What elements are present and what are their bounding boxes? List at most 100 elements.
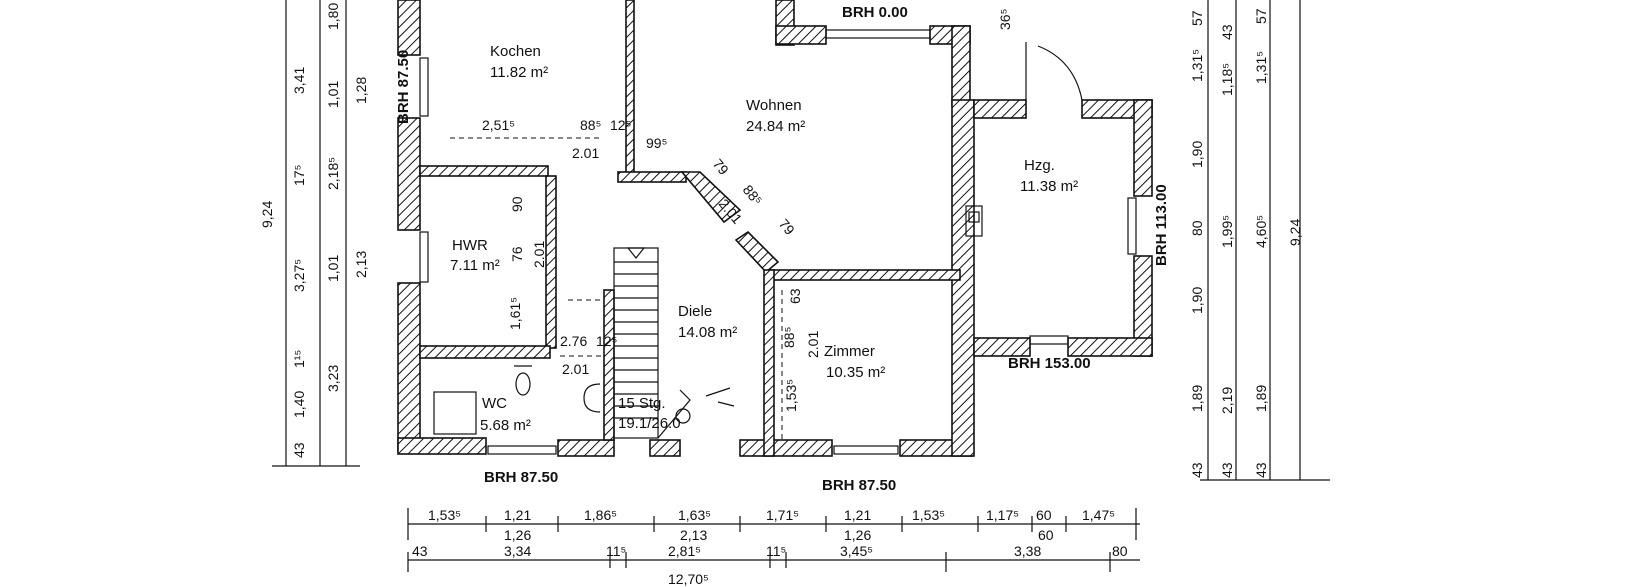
wall-zimmer-left — [763, 269, 775, 457]
dim-bot-r1-3: 1,63⁵ — [678, 507, 711, 523]
dim-left-c2-2: 2,18⁵ — [325, 157, 341, 190]
dim-door-k: 2.01 — [572, 145, 599, 161]
wall-kochen-diele — [625, 0, 635, 177]
dim-right-c1-6: 57 — [1189, 10, 1205, 26]
dim-right-c2-2: 1,99⁵ — [1219, 215, 1235, 248]
left-dimensions: 9,24 43 1,40 1¹⁵ 3,27⁵ 17⁵ 3,41 3,23 1,0… — [259, 3, 369, 458]
dim-left-c2-3: 1,01 — [325, 81, 341, 108]
dim-right-c1-4: 1,90 — [1189, 141, 1205, 168]
fixtures — [433, 365, 601, 435]
dim-bot-r2-1: 3,34 — [504, 543, 531, 559]
dim-d125: 12⁵ — [596, 333, 617, 349]
dim-bot-r2-2: 11⁵ — [606, 543, 626, 559]
door-hzg-top — [1025, 42, 1083, 101]
wall-hwr-right — [545, 175, 557, 349]
brh-hzg-right: BRH 113.00 — [1153, 184, 1170, 266]
wall-top-d — [951, 25, 971, 107]
dim-k2: 12⁵ — [610, 117, 631, 133]
brh-zimmer-bottom: BRH 87.50 — [822, 477, 896, 494]
dim-left-total: 9,24 — [259, 201, 275, 228]
window-zimmer-bottom — [833, 445, 899, 455]
dim-right-c3-3: 1,31⁵ — [1253, 51, 1269, 84]
dim-bot-r1-1: 1,21 — [504, 507, 531, 523]
door-swing-diele — [705, 387, 735, 407]
wall-diele-top — [617, 171, 687, 183]
dim-d201: 2.01 — [562, 361, 589, 377]
window-wc-bottom — [487, 445, 557, 455]
dim-bot-r1-2: 1,86⁵ — [584, 507, 617, 523]
dim-right-c2-0: 43 — [1219, 462, 1235, 478]
room-hzg-area: 11.38 m² — [1020, 178, 1078, 195]
brh-wc-bottom: BRH 87.50 — [484, 469, 558, 486]
brh-labels: BRH 0.00 BRH 87.50 BRH 113.00 BRH 153.00… — [395, 4, 1170, 494]
room-diele-area: 14.08 m² — [678, 324, 737, 341]
wall-diagonal-a — [680, 171, 742, 224]
dim-bot-r1b-2: 1,26 — [844, 527, 871, 543]
dim-right-total: 9,24 — [1287, 219, 1303, 246]
dim-right-c1-5: 1,31⁵ — [1189, 49, 1205, 82]
dim-diag-79a: 79 — [710, 156, 732, 178]
stairs-ratio: 19.1/26.0 — [618, 415, 681, 432]
dim-bot-r1b-1: 2,13 — [680, 527, 707, 543]
room-hzg-name: Hzg. — [1024, 157, 1055, 174]
dim-hwr-90: 90 — [509, 196, 525, 212]
dim-hwr-1615: 1,61⁵ — [507, 297, 523, 330]
chimney-inner — [968, 211, 980, 223]
dim-z63: 63 — [787, 288, 803, 304]
room-zimmer-name: Zimmer — [824, 343, 875, 360]
dim-z201: 2.01 — [805, 331, 821, 358]
stair-landing — [657, 389, 691, 439]
dim-right-c1-0: 43 — [1189, 462, 1205, 478]
dim-bot-r1b-3: 60 — [1038, 527, 1054, 543]
dim-left-c3-0: 2,13 — [353, 251, 369, 278]
inner-dimensions: 2,51⁵ 88⁵ 12⁵ 2.01 99⁵ 79 88⁵ 2.01 79 36… — [482, 9, 1013, 412]
dim-bot-r1-6: 1,53⁵ — [912, 507, 945, 523]
room-labels: Kochen 11.82 m² Wohnen 24.84 m² Hzg. 11.… — [450, 43, 1078, 434]
wall-stair-side — [603, 289, 615, 441]
dim-left-c1-3: 3,27⁵ — [291, 259, 307, 292]
dim-z885: 88⁵ — [781, 327, 797, 348]
dim-hwr-76: 76 — [509, 246, 525, 262]
brh-top: BRH 0.00 — [842, 4, 908, 21]
dim-bot-r2-4: 11⁵ — [766, 543, 786, 559]
dim-left-c2-1: 1,01 — [325, 255, 341, 282]
stairs-steps: 15 Stg. — [618, 395, 666, 412]
wall-hzg-bottom-b — [1067, 337, 1153, 357]
dim-diag-885: 88⁵ — [740, 182, 766, 209]
room-wohnen-area: 24.84 m² — [746, 118, 805, 135]
room-kochen-area: 11.82 m² — [490, 64, 548, 81]
wall-hzg-bottom-a — [973, 337, 1031, 357]
window-hzg-bottom — [1029, 335, 1069, 345]
dim-right-c1-3: 80 — [1189, 220, 1205, 236]
dim-right-c1-2: 1,90 — [1189, 287, 1205, 314]
dim-right-c3-2: 4,60⁵ — [1253, 215, 1269, 248]
dim-bot-r1-5: 1,21 — [844, 507, 871, 523]
walls — [397, 0, 1153, 457]
dim-bot-r1b-0: 1,26 — [504, 527, 531, 543]
brh-hzg-bottom: BRH 153.00 — [1008, 355, 1091, 372]
dim-w99: 99⁵ — [646, 135, 667, 151]
dim-bot-r2-5: 3,45⁵ — [840, 543, 873, 559]
dim-k1: 88⁵ — [580, 117, 601, 133]
dim-right-c2-3: 1,18⁵ — [1219, 63, 1235, 96]
dim-left-c2-0: 3,23 — [325, 365, 341, 392]
wall-left-mid — [397, 117, 421, 231]
room-wc-name: WC — [482, 395, 507, 412]
window-hwr-left — [419, 231, 429, 283]
newel-post — [675, 408, 691, 424]
room-hwr-area: 7.11 m² — [450, 257, 500, 274]
dim-hwr-201: 2.01 — [531, 241, 547, 268]
wall-bottom-d — [739, 439, 833, 457]
dim-kochen-w: 2,51⁵ — [482, 117, 515, 133]
dim-z1535: 1,53⁵ — [783, 379, 799, 412]
wall-bottom-a — [397, 437, 487, 455]
dim-right-c3-0: 43 — [1253, 462, 1269, 478]
wall-bottom-b — [557, 439, 615, 457]
wall-hzg-right-a — [1133, 99, 1153, 197]
wall-kochen-bottom — [419, 165, 549, 177]
bottom-dimensions: 1,53⁵ 1,21 1,86⁵ 1,63⁵ 1,71⁵ 1,21 1,53⁵ … — [412, 507, 1128, 587]
wall-left-upper — [397, 0, 421, 56]
chimney — [965, 205, 983, 237]
dim-left-c3-1: 1,28 — [353, 77, 369, 104]
dim-right-c1-1: 1,89 — [1189, 385, 1205, 412]
